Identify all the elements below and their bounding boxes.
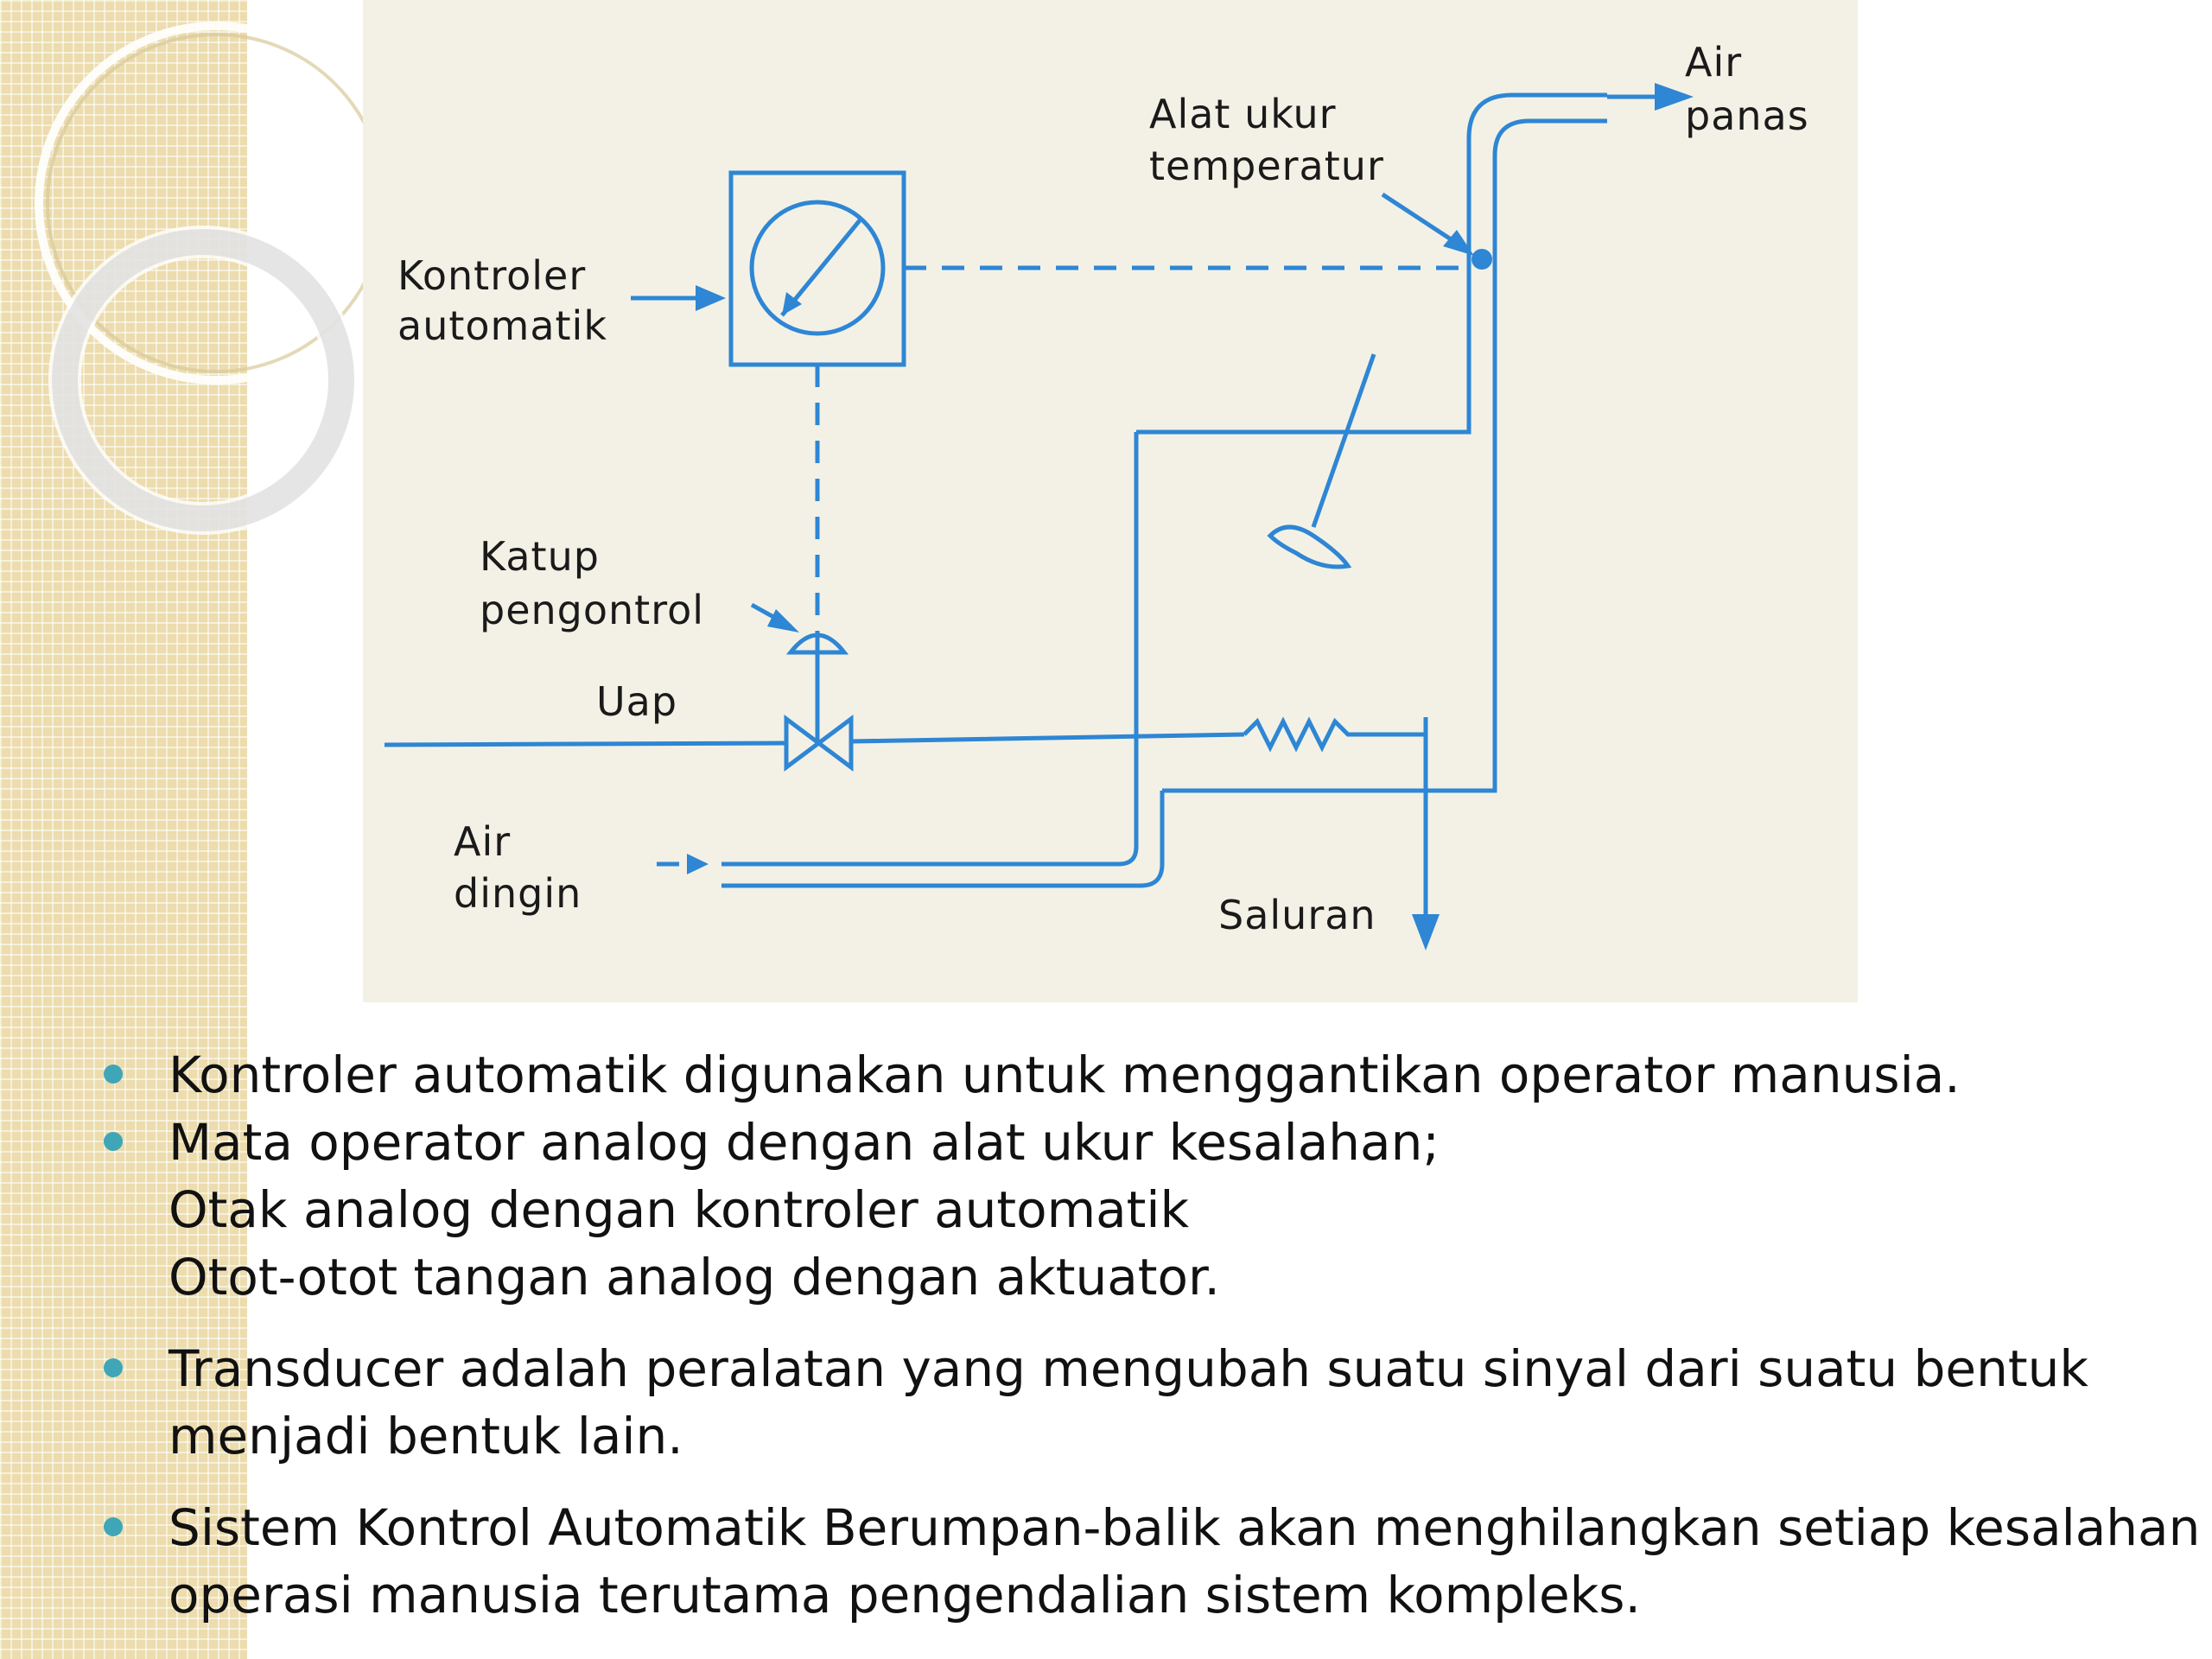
bullet-item: Mata operator analog dengan alat ukur ke…: [104, 1109, 2177, 1311]
label-air-dingin-2: dingin: [454, 870, 582, 917]
valve-actuator: [785, 632, 849, 655]
tank-left-wall-inner: [721, 791, 1165, 888]
bullet-text: menjadi bentuk lain.: [168, 1407, 683, 1465]
heating-coil: [1243, 716, 1428, 753]
temperature-sensor-bulb: [1471, 249, 1492, 270]
bullet-text: Otot-otot tangan analog dengan aktuator.: [168, 1248, 1220, 1306]
bullet-dot-icon: [104, 1358, 123, 1377]
bullet-dot-icon: [104, 1132, 123, 1151]
label-alat-ukur-1: Alat ukur: [1149, 91, 1337, 137]
tank-right-wall: [1162, 406, 1497, 793]
label-alat-ukur-2: temperatur: [1149, 143, 1384, 189]
controller-gauge-dial: [749, 200, 886, 336]
bullet-text: Kontroler automatik digunakan untuk meng…: [168, 1046, 1961, 1104]
bullet-item: Transducer adalah peralatan yang menguba…: [104, 1335, 2177, 1470]
hot-water-pipe-inner: [1492, 118, 1607, 406]
bullet-text: Transducer adalah peralatan yang menguba…: [168, 1339, 2088, 1398]
label-katup-1: Katup: [480, 533, 600, 580]
label-saluran: Saluran: [1218, 892, 1376, 938]
label-uap: Uap: [596, 678, 677, 725]
hot-water-pipe-outer: [1466, 92, 1607, 406]
label-air-panas-2: panas: [1685, 92, 1809, 139]
temperature-control-diagram: Air panas Alat ukur temperatur Kontroler…: [384, 39, 1809, 950]
bullet-item: Kontroler automatik digunakan untuk meng…: [104, 1041, 2177, 1109]
bullet-text: Sistem Kontrol Automatik Berumpan-balik …: [168, 1498, 2201, 1557]
bullet-dot-icon: [104, 1517, 123, 1536]
label-kontroler-1: Kontroler: [397, 252, 586, 299]
bullet-item: Sistem Kontrol Automatik Berumpan-balik …: [104, 1494, 2201, 1629]
bullet-text: Mata operator analog dengan alat ukur ke…: [168, 1113, 1440, 1172]
label-katup-2: pengontrol: [480, 587, 704, 633]
label-air-dingin-1: Air: [454, 818, 511, 865]
steam-line: [384, 732, 1245, 747]
bullet-text: operasi manusia terutama pengendalian si…: [168, 1566, 1641, 1624]
tank-left-wall: [721, 432, 1139, 867]
bullet-list: Kontroler automatik digunakan untuk meng…: [104, 1041, 2201, 1629]
scanned-figure-background: [363, 0, 1858, 1002]
decorative-circles: [35, 22, 363, 535]
bullet-text: Otak analog dengan kontroler automatik: [168, 1180, 1190, 1239]
label-air-panas-1: Air: [1685, 39, 1742, 86]
agitator: [1267, 353, 1376, 569]
control-valve: [784, 715, 854, 772]
bullet-dot-icon: [104, 1065, 123, 1084]
tank-top: [1136, 406, 1471, 435]
label-kontroler-2: automatik: [397, 302, 607, 349]
